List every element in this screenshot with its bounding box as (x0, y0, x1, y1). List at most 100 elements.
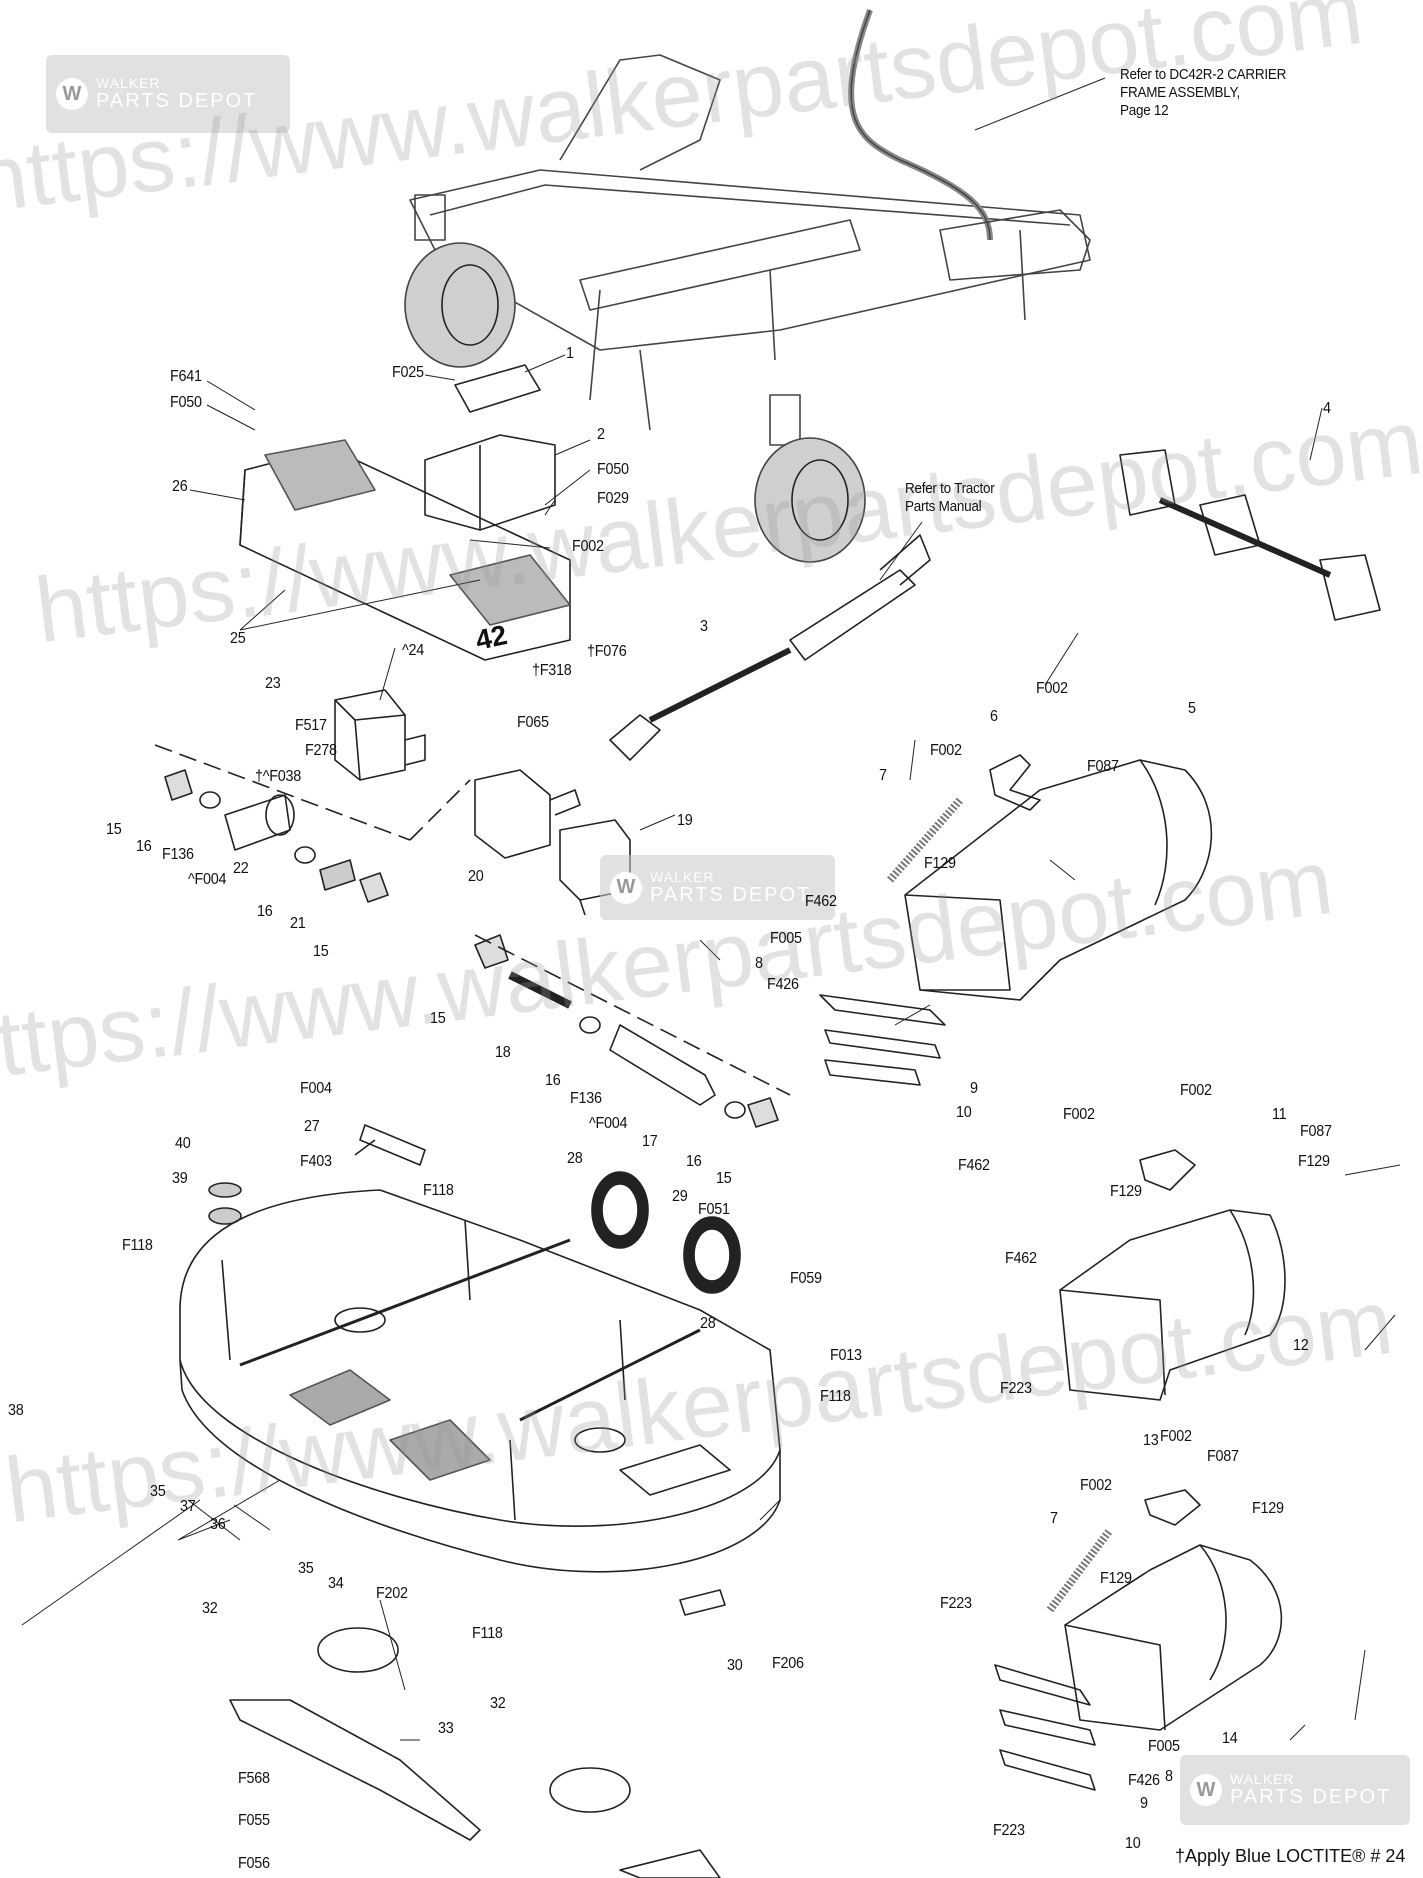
callout-10: 10 (956, 1104, 972, 1121)
callout-24: ^24 (402, 642, 424, 659)
callout-f004-c: F004 (300, 1080, 332, 1097)
callout-f002-top: F002 (1036, 680, 1068, 697)
callout-38: 38 (8, 1402, 24, 1419)
callout-8: 8 (755, 955, 763, 972)
callout-7: 7 (879, 767, 887, 784)
walker-w-icon: W (610, 871, 642, 904)
spring-7-lower (1046, 1527, 1114, 1613)
callout-6: 6 (990, 708, 998, 725)
callout-f087-b: F087 (1300, 1123, 1332, 1140)
deck-size-number: 42 (473, 619, 510, 656)
callout-10-b: 10 (1125, 1835, 1141, 1852)
caster-wheel-right (754, 437, 866, 563)
callout-f002-e: F002 (1160, 1428, 1192, 1445)
callout-f076: †F076 (587, 643, 627, 660)
callout-f050: F050 (170, 394, 202, 411)
callout-f038: †^F038 (255, 768, 301, 785)
callout-f129-c: F129 (1110, 1183, 1142, 1200)
hinge-plates-lower (994, 1664, 1096, 1791)
callout-3: 3 (700, 618, 708, 635)
callout-f005-b: F005 (1148, 1738, 1180, 1755)
callout-37: 37 (180, 1498, 196, 1515)
callout-f002-f: F002 (1080, 1477, 1112, 1494)
callout-f059: F059 (790, 1270, 822, 1287)
callout-22: 22 (233, 860, 249, 877)
callout-f013: F013 (830, 1347, 862, 1364)
callout-7-b: 7 (1050, 1510, 1058, 1527)
callout-f129-d: F129 (1252, 1500, 1284, 1517)
callout-f403: F403 (300, 1153, 332, 1170)
callout-15: 15 (106, 821, 122, 838)
bushing-40 (208, 1182, 242, 1198)
bushing-39 (208, 1207, 242, 1225)
callout-39: 39 (172, 1170, 188, 1187)
spring-7-upper (886, 797, 964, 883)
loctite-footnote: †Apply Blue LOCTITE® # 24 (1175, 1846, 1406, 1866)
deck-cover-26 (239, 439, 571, 661)
blade-33 (229, 1699, 481, 1841)
callout-f426-b: F426 (1128, 1772, 1160, 1789)
callout-f136-b: F136 (570, 1090, 602, 1107)
callout-f004: ^F004 (188, 871, 227, 888)
callout-18: 18 (495, 1044, 511, 1061)
callout-f318: †F318 (532, 662, 572, 679)
blade-cup-32-lower (549, 1767, 631, 1813)
left-driveshaft-parts (154, 744, 471, 903)
pulley-28-right (683, 1216, 741, 1294)
callout-f129: F129 (924, 855, 956, 872)
callout-f056: F056 (238, 1855, 270, 1872)
walker-w-icon: W (1190, 1774, 1222, 1806)
blade-cup-32-upper (317, 1627, 399, 1673)
bracket-27 (354, 1124, 426, 1166)
callout-f202: F202 (376, 1585, 408, 1602)
callout-f136: F136 (162, 846, 194, 863)
callout-f223: F223 (1000, 1380, 1032, 1397)
gearbox-assembly-4 (1119, 449, 1381, 621)
callout-21: 21 (290, 915, 306, 932)
gearbox-20 (474, 769, 581, 859)
callout-f462-b: F462 (958, 1157, 990, 1174)
callout-28-b: 28 (700, 1315, 716, 1332)
callout-1: 1 (566, 345, 574, 362)
discharge-chute-14 (1064, 1544, 1283, 1731)
callout-f223-c: F223 (993, 1822, 1025, 1839)
gearbox-23 (334, 689, 426, 781)
callout-32: 32 (202, 1600, 218, 1617)
callout-f118-c: F118 (820, 1388, 851, 1405)
hinge-plates-upper (819, 994, 946, 1086)
callout-29: 29 (672, 1188, 688, 1205)
mower-deck (179, 1189, 781, 1573)
walker-w-icon: W (56, 78, 88, 110)
callout-f002-d: F002 (1180, 1082, 1212, 1099)
callout-16-d: 16 (686, 1153, 702, 1170)
callout-f223-b: F223 (940, 1595, 972, 1612)
callout-40: 40 (175, 1135, 191, 1152)
plate-30 (679, 1589, 726, 1616)
blade-33-second (619, 1849, 721, 1878)
carrier-frame-reference: Refer to DC42R-2 CARRIER FRAME ASSEMBLY,… (1120, 66, 1287, 119)
callout-f025: F025 (392, 364, 424, 381)
callout-16: 16 (136, 838, 152, 855)
callout-12: 12 (1293, 1337, 1309, 1354)
callout-14: 14 (1222, 1730, 1238, 1747)
callout-23: 23 (265, 675, 281, 692)
callout-f005: F005 (770, 930, 802, 947)
callout-f055: F055 (238, 1812, 270, 1829)
callout-f002-b: F002 (930, 742, 962, 759)
callout-f050-right: F050 (597, 461, 629, 478)
callout-f087-c: F087 (1207, 1448, 1239, 1465)
callout-f002: F002 (572, 538, 604, 555)
callout-2: 2 (597, 426, 605, 443)
callout-f029: F029 (597, 490, 629, 507)
callout-32-b: 32 (490, 1695, 506, 1712)
callout-25: 25 (230, 630, 246, 647)
callout-f206: F206 (772, 1655, 804, 1672)
discharge-chute-12 (1059, 1209, 1286, 1401)
callout-f118-d: F118 (472, 1625, 503, 1642)
callout-f641: F641 (170, 368, 202, 385)
callout-33: 33 (438, 1720, 454, 1737)
callout-f517: F517 (295, 717, 327, 734)
callout-16-c: 16 (545, 1072, 561, 1089)
